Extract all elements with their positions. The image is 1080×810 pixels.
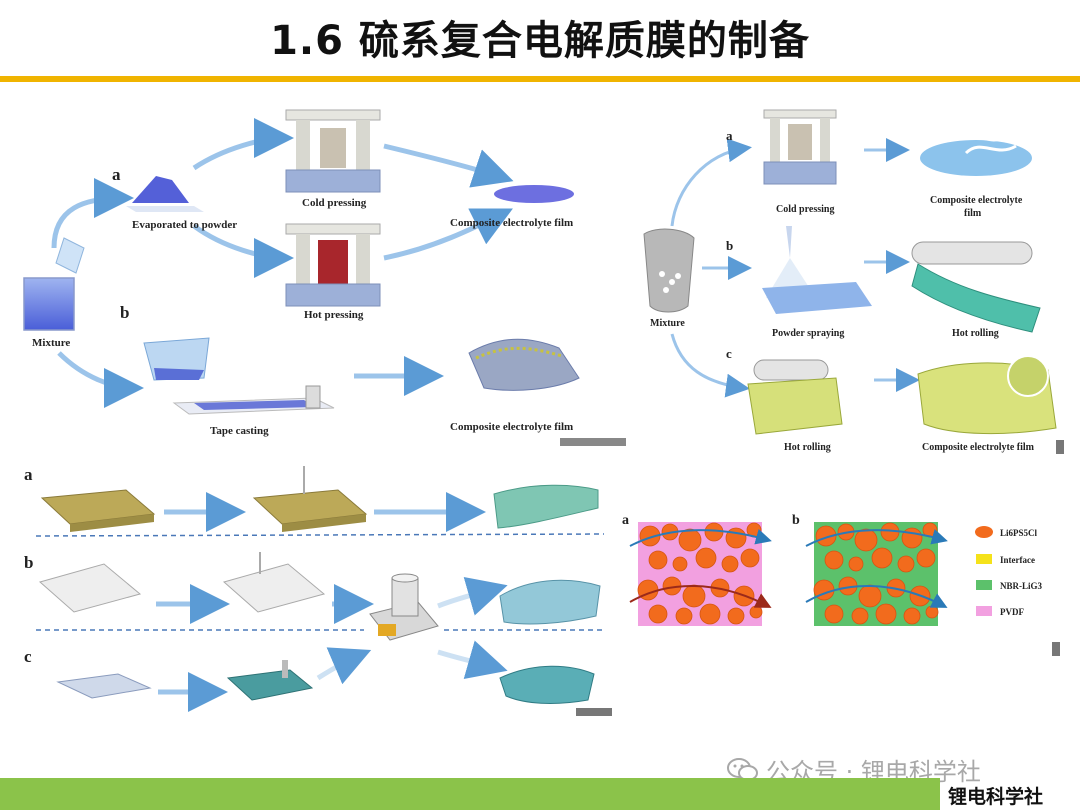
label-mixture: Mixture <box>650 318 685 329</box>
panel-bottom-left: a b c <box>14 456 614 720</box>
label-cold-pressing: Cold pressing <box>302 197 367 209</box>
flow-arrow <box>670 138 752 227</box>
spray-icon <box>762 226 872 314</box>
flow-arrow <box>57 351 144 408</box>
composite-film-cells-icon <box>917 355 1057 435</box>
label-powder-spraying: Powder spraying <box>772 328 844 339</box>
legend-label: Li6PS5Cl <box>1000 528 1038 538</box>
coated-sheet-icon <box>226 669 314 701</box>
label-composite-film-a-line1: Composite electrolyte <box>930 195 1023 206</box>
legend-swatch-li6ps5cl <box>975 526 993 538</box>
mixture-beaker-icon <box>643 228 695 313</box>
flow-arrow <box>192 118 294 171</box>
legend-label: NBR-LiG3 <box>1000 581 1043 591</box>
label-hot-rolling-c: Hot rolling <box>784 442 831 453</box>
label-cold-pressing: Cold pressing <box>776 204 834 215</box>
label-b: b <box>24 553 33 572</box>
grid-mesh-icon <box>56 673 152 699</box>
flow-arrow <box>437 640 508 679</box>
legend-swatch-pvdf <box>976 606 992 616</box>
wavy-film-icon <box>499 579 601 625</box>
label-composite-film-b: Composite electrolyte film <box>450 421 573 433</box>
flow-arrow <box>670 333 750 398</box>
label-c: c <box>726 346 732 361</box>
flow-arrow <box>316 647 372 685</box>
panel-top-left: Mixture Evaporated to powder a b Cold pr… <box>14 98 634 453</box>
label-mixture: Mixture <box>32 337 70 349</box>
wavy-film-icon <box>493 484 599 529</box>
beaker-icon <box>23 237 85 331</box>
row-divider <box>35 533 605 537</box>
label-composite-film-c: Composite electrolyte film <box>922 442 1035 453</box>
legend-label: PVDF <box>1000 607 1024 617</box>
flow-arrow <box>192 223 294 278</box>
flow-arrow <box>383 208 513 261</box>
legend-swatch-nbr <box>976 580 992 590</box>
scale-bar <box>576 708 612 716</box>
label-a: a <box>622 513 629 528</box>
title-underline <box>0 76 1080 82</box>
label-a: a <box>726 128 733 143</box>
panel-top-right: Mixture a b c Cold pressing Composite el… <box>636 98 1068 460</box>
label-tape-casting: Tape casting <box>210 425 269 437</box>
mesh-slab-icon <box>222 563 326 613</box>
flow-arrow <box>51 178 134 249</box>
microstructure-a <box>629 522 772 626</box>
label-composite-film-a-line2: film <box>964 208 982 219</box>
microstructure-b <box>805 522 948 626</box>
legend: Li6PS5Cl Interface NBR-LiG3 PVDF <box>975 526 1043 617</box>
mesh-slab-icon <box>38 563 142 613</box>
label-a: a <box>24 465 33 484</box>
panel-bottom-right: a b <box>618 506 1068 660</box>
composite-film-icon <box>468 338 580 391</box>
label-a: a <box>112 165 121 184</box>
wavy-film-icon <box>499 665 595 704</box>
label-b: b <box>726 238 733 253</box>
footer-brand: 锂电科学社 <box>948 786 1044 808</box>
label-c: c <box>24 647 32 666</box>
film-disc-fiber-icon <box>920 133 1032 176</box>
scale-bar <box>1052 642 1060 656</box>
flow-arrow <box>383 143 514 188</box>
hot-rolling-icon <box>911 241 1041 333</box>
label-hot-rolling-b: Hot rolling <box>952 328 999 339</box>
legend-label: Interface <box>1000 555 1035 565</box>
powder-pile-icon <box>132 176 189 203</box>
cold-press-icon <box>763 109 837 185</box>
film-disc-icon <box>494 185 574 203</box>
label-evaporated: Evaporated to powder <box>132 219 237 231</box>
cold-press-icon <box>285 109 381 193</box>
footer-bar <box>0 778 940 810</box>
flow-arrow <box>437 577 508 616</box>
furnace-icon <box>369 573 439 641</box>
tape-casting-icon <box>143 337 335 415</box>
label-b: b <box>120 303 129 322</box>
slide-title: 1.6 硫系复合电解质膜的制备 <box>270 18 810 64</box>
label-composite-film-a: Composite electrolyte film <box>450 217 573 229</box>
scale-bar <box>560 438 626 446</box>
hot-rolling-icon <box>747 359 843 435</box>
label-b: b <box>792 513 800 528</box>
label-hot-pressing: Hot pressing <box>304 309 364 321</box>
legend-swatch-interface <box>976 554 992 564</box>
scale-bar <box>1056 440 1064 454</box>
hot-press-icon <box>285 223 381 307</box>
